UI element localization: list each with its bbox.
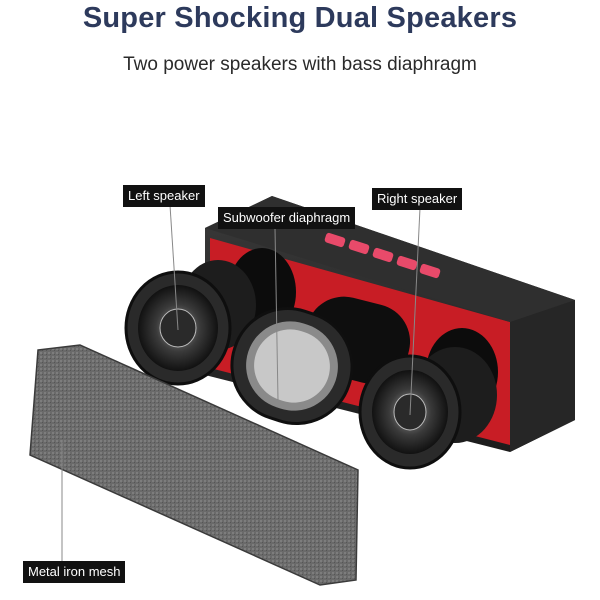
right-speaker-driver — [358, 347, 497, 470]
metal-mesh-grille — [29, 344, 359, 586]
page-subtitle: Two power speakers with bass diaphragm — [123, 54, 477, 75]
page-title: Super Shocking Dual Speakers — [82, 2, 518, 34]
subwoofer-diaphragm — [230, 307, 354, 425]
subwoofer-label: Subwoofer diaphragm — [218, 207, 356, 229]
left-speaker-label: Left speaker — [123, 185, 205, 207]
right-speaker-label: Right speaker — [372, 188, 463, 210]
control-buttons — [324, 232, 441, 279]
callout-lines — [61, 204, 421, 562]
mesh-label: Metal iron mesh — [23, 561, 126, 583]
